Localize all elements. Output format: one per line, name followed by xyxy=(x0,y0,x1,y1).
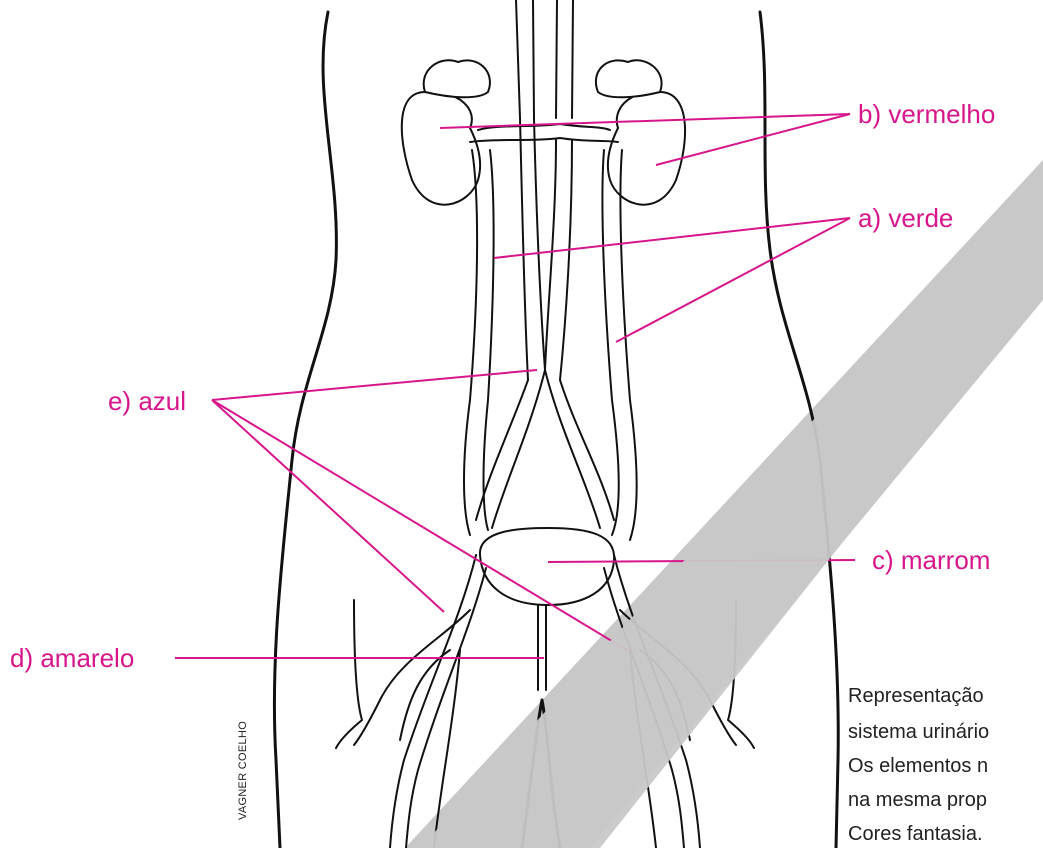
urethra xyxy=(538,605,546,690)
kidneys xyxy=(402,60,685,204)
leader-a-left xyxy=(494,218,850,258)
central-vessels xyxy=(516,0,573,380)
label-c-marrom: c) marrom xyxy=(872,545,990,575)
leader-e-2 xyxy=(212,400,444,612)
caption-line-3: Os elementos n xyxy=(848,755,988,777)
iliac-vessels xyxy=(476,370,614,528)
leader-a-right xyxy=(616,218,850,342)
watermark-front xyxy=(420,170,1043,848)
label-a-verde: a) verde xyxy=(858,203,953,233)
caption-line-4: na mesma prop xyxy=(848,789,987,811)
ureters xyxy=(464,150,637,540)
right-adrenal xyxy=(596,60,662,97)
label-d-amarelo: d) amarelo xyxy=(10,643,134,673)
label-e-azul: e) azul xyxy=(108,386,186,416)
label-b-vermelho: b) vermelho xyxy=(858,99,995,129)
caption-line-5: Cores fantasia. xyxy=(848,823,983,845)
right-kidney xyxy=(608,92,685,205)
caption: Representação sistema urinário Os elemen… xyxy=(848,685,989,845)
left-adrenal xyxy=(424,60,490,97)
caption-line-2: sistema urinário xyxy=(848,721,989,743)
bladder xyxy=(480,528,614,605)
illustrator-credit: VAGNER COELHO xyxy=(237,721,249,820)
left-kidney xyxy=(402,92,480,205)
caption-line-1: Representação xyxy=(848,685,984,707)
